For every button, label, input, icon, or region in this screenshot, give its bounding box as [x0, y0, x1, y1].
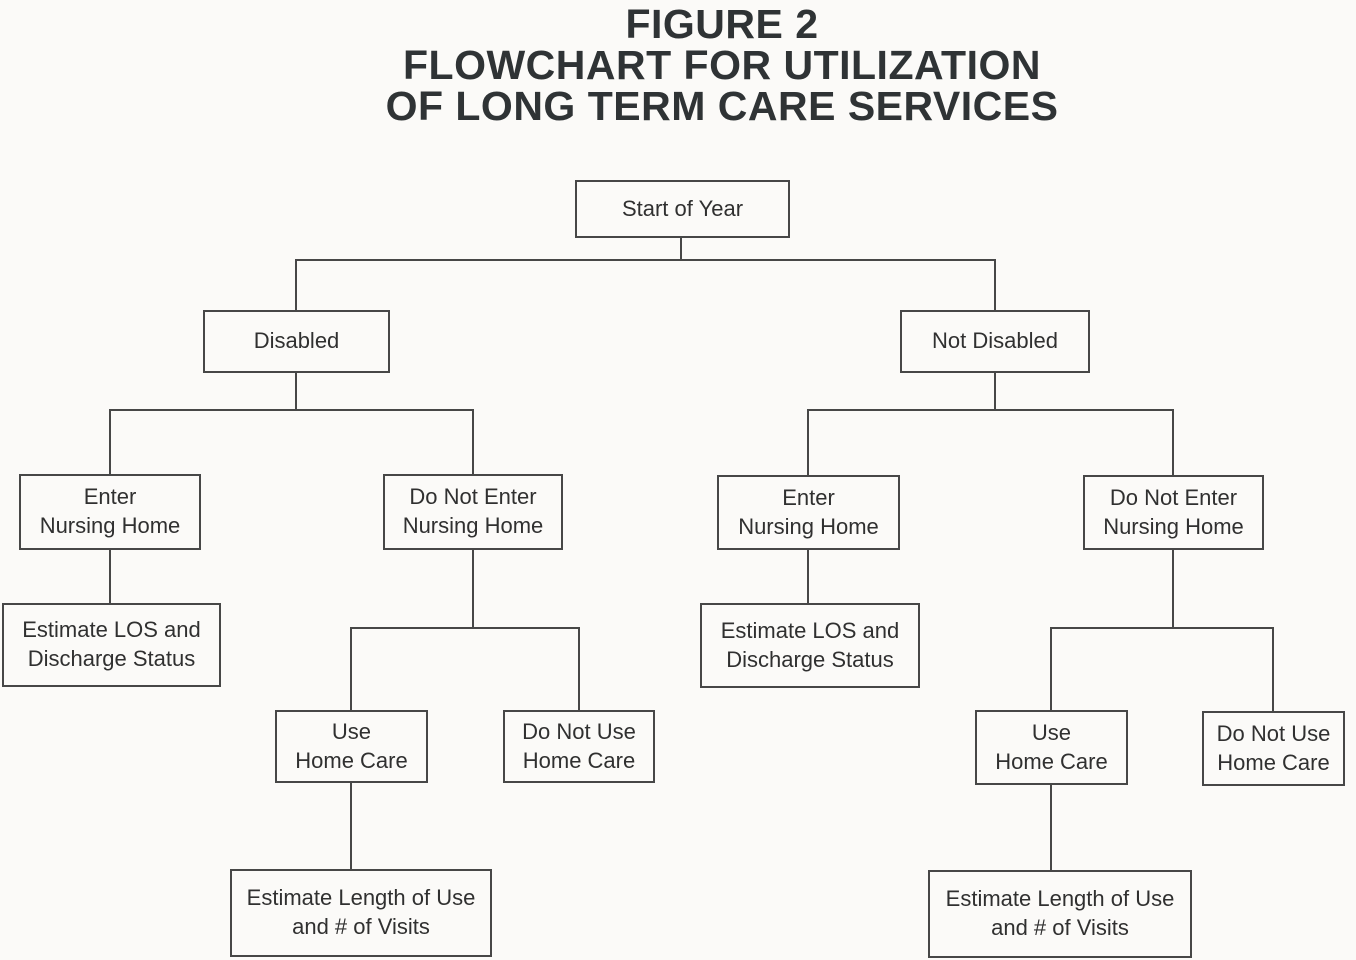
node-not-disabled-do-not-enter-nursing-home: Do Not Enter Nursing Home — [1083, 475, 1264, 550]
connector-not-disabled-estimate-length-line — [1050, 785, 1052, 871]
node-not-disabled-use-home-care: Use Home Care — [975, 710, 1128, 785]
connector-disabled-stub — [295, 373, 297, 411]
connector-not-disabled-do-not-enter-drop — [1172, 409, 1174, 476]
connector-disabled-do-not-use-home-care-drop — [578, 627, 580, 711]
node-not-disabled-do-not-use-home-care: Do Not Use Home Care — [1202, 711, 1345, 786]
node-disabled-do-not-enter-nursing-home: Do Not Enter Nursing Home — [383, 474, 563, 550]
node-disabled: Disabled — [203, 310, 390, 373]
connector-not-disabled-use-home-care-drop — [1050, 627, 1052, 711]
figure-number: FIGURE 2 — [625, 1, 819, 47]
connector-disabled-home-care-stub — [472, 550, 474, 629]
node-not-disabled: Not Disabled — [900, 310, 1090, 373]
node-not-disabled-estimate-length-of-use: Estimate Length of Use and # of Visits — [928, 870, 1192, 958]
connector-disabled-estimate-length-line — [350, 783, 352, 870]
connector-start-stub — [680, 238, 682, 261]
figure-title: FIGURE 2 FLOWCHART FOR UTILIZATION OF LO… — [382, 4, 1062, 127]
connector-disabled-estimate-los-line — [109, 550, 111, 604]
node-disabled-enter-nursing-home: Enter Nursing Home — [19, 474, 201, 550]
figure-title-line-2: FLOWCHART FOR UTILIZATION — [402, 42, 1041, 88]
connector-not-disabled-rail — [807, 409, 1174, 411]
node-disabled-use-home-care: Use Home Care — [275, 710, 428, 783]
connector-disabled-enter-drop — [109, 409, 111, 475]
node-disabled-estimate-length-of-use: Estimate Length of Use and # of Visits — [230, 869, 492, 957]
node-disabled-estimate-los: Estimate LOS and Discharge Status — [2, 603, 221, 687]
connector-disabled-use-home-care-drop — [350, 627, 352, 711]
node-not-disabled-enter-nursing-home: Enter Nursing Home — [717, 475, 900, 550]
connector-not-disabled-do-not-use-home-care-drop — [1272, 627, 1274, 712]
connector-not-disabled-enter-drop — [807, 409, 809, 476]
connector-not-disabled-drop — [994, 259, 996, 311]
connector-not-disabled-home-care-rail — [1050, 627, 1274, 629]
connector-not-disabled-stub — [994, 373, 996, 411]
node-start-of-year: Start of Year — [575, 180, 790, 238]
connector-disabled-rail — [109, 409, 474, 411]
connector-not-disabled-home-care-stub — [1172, 550, 1174, 629]
node-not-disabled-estimate-los: Estimate LOS and Discharge Status — [700, 603, 920, 688]
connector-level1-rail — [295, 259, 996, 261]
connector-disabled-do-not-enter-drop — [472, 409, 474, 475]
figure-title-line-3: OF LONG TERM CARE SERVICES — [385, 83, 1059, 129]
connector-not-disabled-estimate-los-line — [807, 550, 809, 604]
connector-disabled-home-care-rail — [350, 627, 580, 629]
connector-disabled-drop — [295, 259, 297, 311]
node-disabled-do-not-use-home-care: Do Not Use Home Care — [503, 710, 655, 783]
